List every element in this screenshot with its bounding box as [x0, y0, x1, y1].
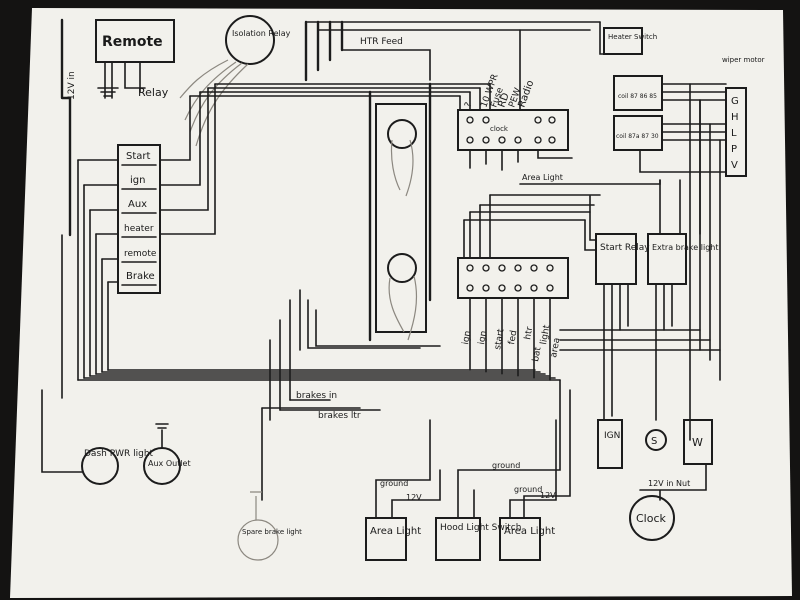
clock-big-label: Clock — [636, 512, 667, 525]
area-light-right-label: Area Light — [504, 526, 555, 537]
switch-aux-label: Aux — [128, 199, 147, 210]
area-light-right: Area Light — [499, 517, 555, 561]
area-light-left-label: Area Light — [370, 526, 421, 537]
wiper-pin-l: L — [731, 128, 737, 139]
isolation-relay-label: Isolation Relay — [232, 29, 291, 38]
ign-switch: IGN — [597, 419, 623, 469]
brakes-ltr-label: brakes ltr — [318, 411, 361, 421]
area-light-top-label: Area Light — [522, 173, 563, 182]
ground-label-3: ground — [514, 485, 542, 494]
wiper-pin-v: V — [731, 160, 738, 171]
switch-brake-label: Brake — [126, 271, 155, 282]
twelve-v-in-label: 12V in — [67, 71, 77, 100]
brakes-in-label: brakes in — [296, 391, 337, 401]
top-conn-col-1: ? — [463, 101, 474, 109]
hood-light-switch-label: Hood Light Switch — [440, 523, 521, 533]
htr-feed-label: HTR Feed — [360, 37, 403, 47]
wiper-pin-g: G — [731, 96, 739, 107]
ign-box-label: IGN — [604, 431, 620, 441]
wiper-pin-p: P — [731, 144, 737, 155]
mid-conn-col-3: start — [493, 328, 507, 351]
start-relay: Start Relay — [584, 195, 650, 421]
twelve-v-label-2: 12V — [540, 491, 556, 500]
switch-panel: Start ign Aux heater remote Brake — [117, 144, 161, 294]
aux-outlet-label: Aux Outlet — [148, 459, 191, 468]
ground-label-2: ground — [492, 461, 520, 470]
isolation-relay: Isolation Relay — [179, 15, 291, 147]
paper-sheet — [10, 8, 792, 598]
switch-start-label: Start — [126, 151, 151, 162]
center-column — [299, 82, 441, 351]
heater-switch-label: Heater Switch — [608, 33, 657, 41]
twelve-v-nut-label: 12V in Nut — [648, 479, 690, 488]
remote-module: Remote 12V in Relay — [67, 19, 175, 100]
w-box-label: W — [692, 436, 703, 449]
ground-label-1: ground — [380, 479, 408, 488]
area-label: area — [549, 337, 562, 359]
area-light-left: Area Light — [365, 517, 421, 561]
spare-brake-light: Spare brake light — [237, 491, 302, 561]
switch-ign-label: ign — [130, 175, 145, 186]
aux-outlet: Aux Outlet — [143, 423, 191, 485]
start-relay-label: Start Relay — [600, 243, 650, 253]
top-conn-col-4: RD — [496, 91, 511, 109]
middle-connector: ign ign start fed htr light bat area — [457, 257, 569, 381]
mid-conn-col-5: htr — [523, 326, 535, 341]
extra-brake-light-label: Extra brake light — [652, 243, 718, 252]
s-circle-label: S — [651, 436, 657, 447]
dash-pwr-light-label: Dash PWR light — [84, 449, 154, 459]
spare-brake-light-label: Spare brake light — [242, 528, 302, 536]
wiper-pin-h: H — [731, 112, 739, 123]
w-terminal: W — [683, 419, 713, 465]
relay-label: Relay — [138, 86, 169, 99]
s-terminal: S — [645, 429, 667, 451]
clock-big: Clock — [629, 495, 675, 541]
relay-b-pins: coil 87a 87 30 — [616, 133, 659, 140]
mid-conn-col-4: fed — [507, 330, 519, 346]
switch-heater-label: heater — [124, 224, 154, 234]
mid-conn-col-6: light — [539, 324, 552, 346]
top-conn-clock-label: clock — [490, 125, 509, 133]
twelve-v-label-1: 12V — [406, 493, 422, 502]
wiper-relays: coil 87 86 85 coil 87a 87 30 — [613, 75, 727, 173]
remote-label: Remote — [102, 34, 163, 50]
wiper-motor-label: wiper motor — [722, 56, 765, 64]
relay-a-pins: coil 87 86 85 — [618, 93, 657, 100]
heater-switch: Heater Switch — [599, 21, 657, 55]
switch-remote-label: remote — [124, 249, 157, 259]
dash-pwr-light: Dash PWR light — [41, 234, 154, 485]
